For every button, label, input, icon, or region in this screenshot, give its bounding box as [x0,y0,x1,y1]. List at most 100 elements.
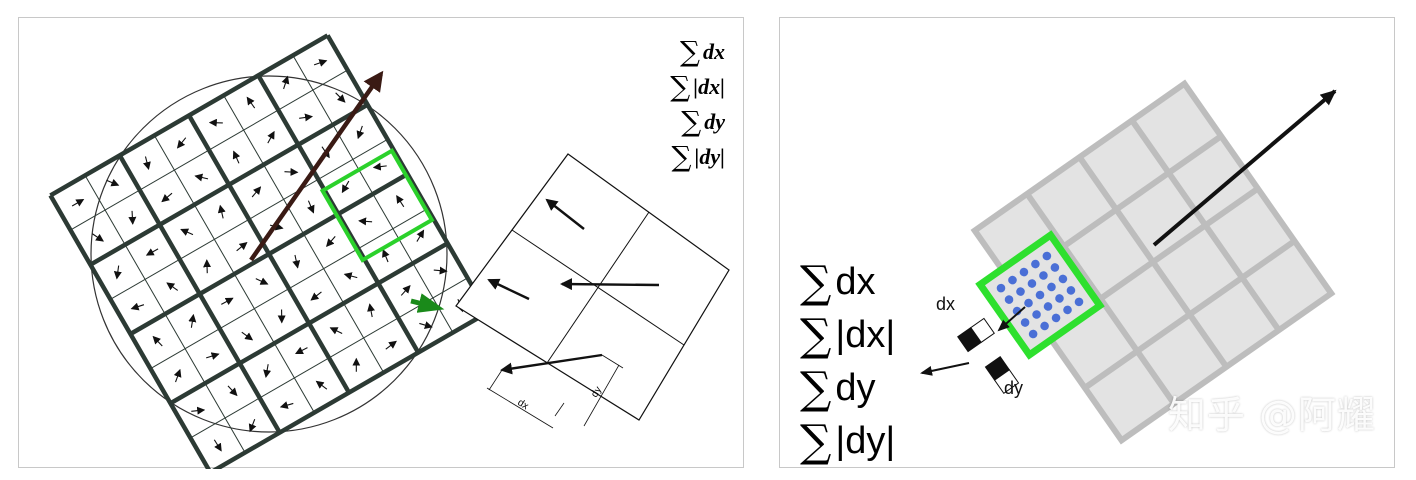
gradient-arrow [341,180,350,194]
grid-tile [1172,140,1254,222]
gradient-arrow [161,192,173,203]
gradient-arrow [213,439,222,452]
gradient-arrow [194,173,209,182]
sample-point [1004,295,1014,304]
sample-point [1051,313,1061,323]
gradient-arrow [416,229,425,242]
zoomed-subregion: dx dy [455,153,730,429]
gradient-arrow [251,186,262,198]
gradient-arrow [313,59,328,67]
gradient-arrow [326,236,336,247]
gradient-arrow [367,303,375,318]
grid-tile [1031,161,1113,243]
gradient-arrow [294,346,308,355]
orientation-arrow [1152,89,1337,247]
gradient-arrow [343,272,358,280]
sample-point [1066,286,1076,295]
gradient-arrow [284,168,299,177]
gradient-arrow [236,241,248,252]
sum-abs-dx: ∑|dx| [670,70,725,103]
sample-point [996,283,1006,293]
gradient-arrow [130,302,145,311]
sample-point [1042,251,1052,261]
dx-filter-label: dx [936,294,956,314]
gradient-arrow [267,130,275,144]
haar-dx-filter [957,317,995,353]
green-arrow [410,293,445,313]
sample-point [1019,267,1029,277]
grid-tile [1120,177,1202,258]
gradient-arrow [329,327,343,335]
gradient-arrow [433,266,448,275]
right-formula-list: ∑dx ∑|dx| ∑dy ∑|dy| [800,256,895,468]
gradient-arrow [246,96,256,109]
gradient-arrow [113,265,122,280]
gradient-arrow [382,249,390,263]
grid-tile [1089,355,1170,437]
sample-point [1047,282,1056,292]
left-panel: dx dy ∑dx ∑|dx| ∑dy ∑|dy| [18,17,744,469]
right-panel: dx dy ∑dx ∑|dx| ∑dy ∑|dy| 知乎 @阿耀 [779,17,1395,468]
sum-dx: ∑dx [800,257,876,308]
gradient-arrow [400,285,411,296]
grid-tile [1246,245,1328,326]
grid-tile [1193,281,1275,363]
sample-point [1040,321,1049,331]
sample-point [1043,302,1053,311]
sample-point [1027,279,1037,288]
filter-arrow [997,306,1026,332]
sample-point [1020,318,1030,327]
sampling-circle [90,75,448,433]
dx-dimension-label: dx [515,397,530,412]
sample-point [1055,294,1064,303]
gradient-arrow [188,313,197,328]
grid-tile [1141,318,1223,400]
gradient-arrow [143,156,151,171]
gradient-arrow [166,282,179,291]
sample-point [1063,305,1072,315]
gradient-arrow [227,385,238,397]
gradient-arrow [310,291,322,301]
sum-dy: ∑dy [800,363,876,414]
sample-point [1050,263,1060,272]
rotated-grid [48,33,490,469]
gradient-arrow [145,248,159,256]
gradient-arrow [173,368,182,383]
gradient-arrow [206,352,220,360]
sum-dy: ∑dy [681,105,725,138]
grid-tile [1157,229,1238,311]
gradient-arrow [208,118,223,127]
gradient-arrow [221,297,234,306]
sum-abs-dy: ∑|dy| [671,140,725,173]
gradient-arrow [307,200,315,214]
gradient-arrow [335,92,346,103]
sample-point [1074,297,1084,307]
gradient-arrow [203,259,212,274]
grid-tile [1209,192,1291,274]
highlighted-subregion [319,148,435,263]
left-formula-list: ∑dx ∑|dx| ∑dy ∑|dy| [670,34,725,174]
dy-dimension-label: dy [589,385,604,400]
sample-point [1035,290,1045,300]
dy-output-arrow [920,362,970,376]
sample-point [1058,274,1068,284]
grid-tile [1068,213,1149,295]
gradient-arrow [152,335,163,347]
sample-point [1016,287,1025,296]
gradient-arrow [248,418,257,433]
gradient-arrow [315,380,328,390]
gradient-arrow [292,254,301,269]
dy-filter-label: dy [1004,378,1024,398]
sum-abs-dy: ∑|dy| [800,416,896,467]
gradient-arrow [299,113,314,122]
gradient-arrow [71,199,85,207]
gradient-arrow [277,309,286,324]
left-diagram: dx dy [48,33,730,469]
gradient-arrow [217,204,226,219]
gradient-arrow [279,401,294,409]
gradient-arrow [241,331,254,341]
sample-point [1028,329,1038,339]
sample-point [1024,298,1033,308]
sum-dx: ∑dx [680,35,725,68]
sample-point [1032,310,1041,319]
